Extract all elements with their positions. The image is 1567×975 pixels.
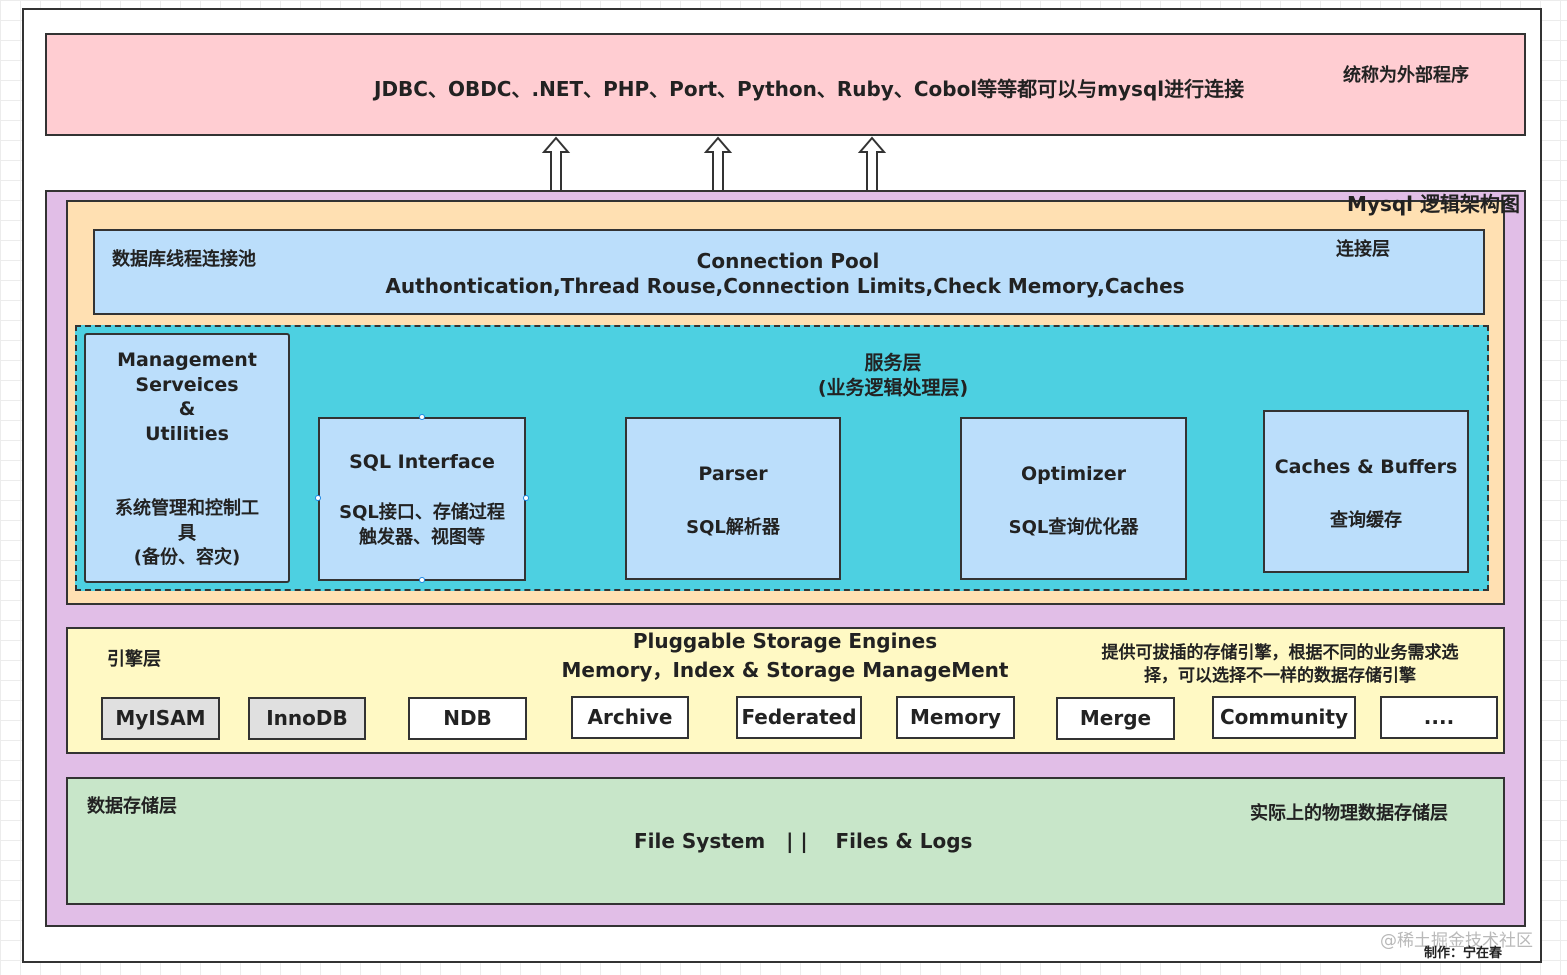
management-cn-line-1: 系统管理和控制工 [115, 498, 259, 519]
connection-pool-subtitle: Authontication,Thread Rouse,Connection L… [385, 274, 1185, 298]
caches-desc: 查询缓存 [1330, 510, 1402, 531]
engine-layer-note-2: 择，可以选择不一样的数据存储引擎 [1144, 666, 1416, 686]
parser-card: Parser SQL解析器 [625, 417, 841, 580]
management-line-2: Serveices [135, 373, 239, 396]
selection-handle[interactable] [419, 577, 425, 583]
watermark: @稀土掘金技术社区 [1380, 931, 1533, 951]
client-layer-label: 统称为外部程序 [1343, 65, 1469, 86]
storage-layer [66, 777, 1505, 905]
engine-layer-label: 引擎层 [107, 649, 161, 670]
connection-pool-title: Connection Pool [696, 249, 880, 273]
management-cn-line-2: 具 [178, 522, 196, 544]
connection-layer [93, 229, 1485, 315]
optimizer-desc: SQL查询优化器 [1008, 517, 1139, 538]
sql-interface-card: SQL Interface SQL接口、存储过程 触发器、视图等 [318, 417, 526, 581]
engine-federated: Federated [736, 696, 862, 739]
engine-memory: Memory [896, 696, 1015, 739]
engine-layer-title: Pluggable Storage Engines [632, 629, 938, 653]
engine-myisam: MyISAM [101, 697, 220, 740]
engine-innodb: InnoDB [248, 697, 366, 740]
client-layer [45, 33, 1526, 136]
storage-layer-note: 实际上的物理数据存储层 [1250, 803, 1448, 824]
service-layer-subtitle: (业务逻辑处理层) [817, 377, 969, 399]
selection-handle[interactable] [315, 495, 321, 501]
sql-interface-desc-1: SQL接口、存储过程 [339, 502, 505, 523]
engine-community: Community [1212, 696, 1356, 739]
client-layer-text: JDBC、OBDC、.NET、PHP、Port、Python、Ruby、Cobo… [374, 77, 1245, 101]
optimizer-card: Optimizer SQL查询优化器 [960, 417, 1187, 580]
engine-ndb: NDB [408, 697, 527, 740]
management-cn-line-3: (备份、容灾) [133, 547, 241, 568]
engine-layer-subtitle: Memory，Index & Storage ManageMent [561, 658, 1009, 682]
engine-more: .... [1380, 696, 1498, 739]
management-services-card: Management Serveices & Utilities 系统管理和控制… [84, 333, 290, 583]
engine-archive: Archive [571, 696, 689, 739]
author-credit: 制作：宁在春 [1424, 946, 1503, 961]
connection-layer-label: 连接层 [1336, 239, 1390, 260]
sql-interface-title: SQL Interface [349, 451, 495, 473]
parser-title: Parser [698, 463, 768, 485]
engine-layer-note-1: 提供可拔插的存储引擎，根据不同的业务需求选 [1101, 643, 1459, 663]
management-line-4: Utilities [145, 422, 229, 445]
management-line-1: Management [117, 349, 257, 371]
caches-title: Caches & Buffers [1274, 456, 1458, 478]
selection-handle[interactable] [523, 495, 529, 501]
engine-merge: Merge [1056, 697, 1175, 740]
storage-layer-content: File System | | Files & Logs [634, 829, 973, 853]
caches-buffers-card: Caches & Buffers 查询缓存 [1263, 410, 1469, 573]
connection-layer-cn-label: 数据库线程连接池 [112, 249, 256, 270]
management-line-3: & [178, 398, 196, 420]
parser-desc: SQL解析器 [686, 517, 780, 538]
sql-interface-desc-2: 触发器、视图等 [359, 526, 485, 548]
diagram-title: Mysql 逻辑架构图 [1347, 192, 1520, 216]
service-layer-title: 服务层 [864, 352, 922, 374]
optimizer-title: Optimizer [1021, 463, 1126, 485]
storage-layer-label: 数据存储层 [87, 796, 177, 817]
selection-handle[interactable] [419, 414, 425, 420]
